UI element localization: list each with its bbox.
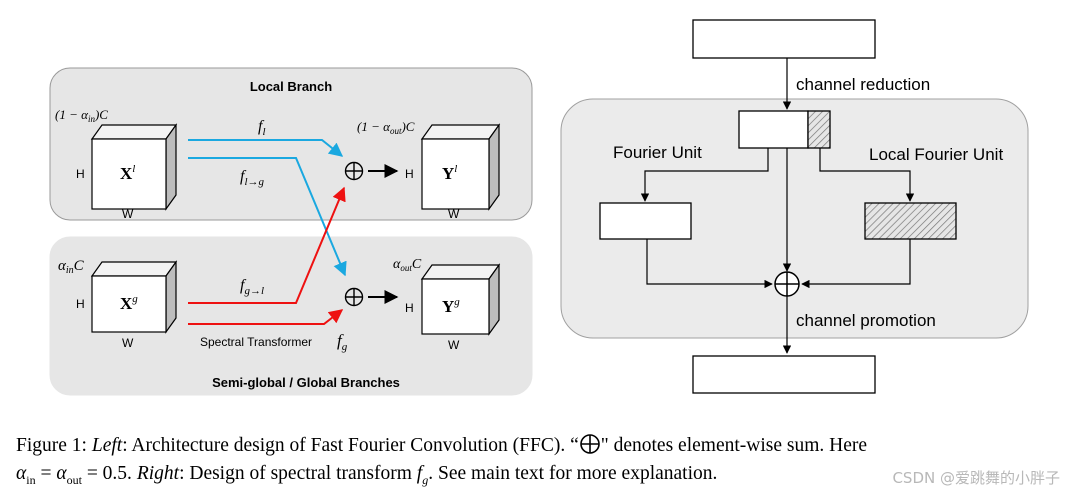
caption-right: Right: [136, 463, 180, 484]
local-fourier-unit-box: [864, 202, 957, 240]
caption-part4: . See main text for more explanation.: [428, 463, 718, 484]
channel-reduction-label: channel reduction: [796, 75, 930, 94]
cube-x-global-h: H: [76, 297, 85, 311]
reduced-box-hatched: [807, 110, 831, 149]
arrow-fourier-to-sum: [646, 239, 773, 289]
out-local-channels-label: (1 − αout)C: [357, 119, 415, 136]
cube-x-local-h: H: [76, 167, 85, 181]
label-f-g-to-l: fg→l: [240, 277, 264, 297]
local-fourier-unit-label: Local Fourier Unit: [869, 145, 1003, 164]
fourier-unit-box: [599, 202, 692, 240]
cube-x-local-w: W: [122, 207, 134, 221]
arrow-f-g: [188, 309, 344, 325]
caption-alpha-out: α: [56, 463, 67, 484]
label-f-g: fg: [337, 331, 348, 353]
caption-eq1: =: [35, 463, 57, 484]
svg-text:Yg: Yg: [442, 296, 460, 316]
global-branch-title: Semi-global / Global Branches: [212, 375, 400, 390]
figure-diagrams: Local Branch Semi-global / Global Branch…: [49, 19, 1029, 396]
caption-alpha-in-sub: in: [26, 472, 36, 487]
arrow-f-l-to-g: [188, 157, 347, 277]
svg-text:Xl: Xl: [120, 163, 135, 183]
in-local-channels-label: (1 − αin)C: [55, 107, 108, 124]
caption-fg: f: [416, 463, 423, 484]
caption-prefix: Figure 1:: [16, 435, 92, 456]
caption-eq2: = 0.5.: [81, 463, 137, 484]
cube-x-local: Xl: [90, 123, 178, 211]
spectral-transform-panel: [560, 98, 1029, 339]
reduced-box: [738, 110, 809, 149]
svg-text:Yl: Yl: [442, 163, 457, 183]
cube-y-global-w: W: [448, 338, 460, 352]
cube-x-global-w: W: [122, 336, 134, 350]
label-spectral-transformer: Spectral Transformer: [200, 335, 312, 349]
left-diagram: Local Branch Semi-global / Global Branch…: [49, 67, 533, 396]
out-global-channels-label: αoutC: [393, 257, 422, 273]
label-f-l-to-g: fl→g: [240, 168, 265, 188]
arrow-f-g-to-l: [188, 186, 346, 304]
right-diagram: channel reduction Fourier Unit Local Fou…: [560, 19, 1029, 394]
sum-icon-global: [344, 287, 364, 307]
caption-alpha-out-sub: out: [66, 472, 82, 487]
output-box: [692, 355, 876, 394]
cube-y-local-w: W: [448, 207, 460, 221]
arrow-to-fourier-unit: [640, 148, 769, 202]
caption-fg-sub: g: [422, 472, 429, 487]
caption-alpha-in: α: [16, 463, 27, 484]
label-f-l: fl: [258, 118, 266, 138]
local-branch-title: Local Branch: [250, 79, 332, 94]
watermark: CSDN @爱跳舞的小胖子: [892, 469, 1060, 487]
arrow-f-l: [188, 139, 344, 157]
cube-y-global: Yg: [420, 263, 501, 336]
sum-icon-local: [344, 161, 364, 181]
cube-y-local-h: H: [405, 167, 414, 181]
caption-part1: : Architecture design of Fast Fourier Co…: [122, 435, 579, 456]
channel-promotion-label: channel promotion: [796, 311, 936, 330]
caption-left: Left: [91, 435, 123, 456]
sum-icon-caption: [579, 434, 600, 454]
figure-caption: Figure 1: Left: Architecture design of F…: [16, 432, 1066, 494]
cube-x-global: Xg: [90, 260, 178, 334]
caption-part2: " denotes element-wise sum. Here: [600, 435, 868, 456]
in-global-channels-label: αinC: [58, 258, 85, 276]
input-box: [692, 19, 876, 59]
cube-y-local: Yl: [420, 123, 501, 211]
fourier-unit-label: Fourier Unit: [613, 143, 702, 162]
arrow-to-local-fourier-unit: [819, 148, 915, 202]
caption-part3: : Design of spectral transform: [179, 463, 417, 484]
cube-y-global-h: H: [405, 301, 414, 315]
arrow-local-fourier-to-sum: [801, 239, 911, 289]
sum-icon-right: [774, 271, 800, 297]
svg-text:Xg: Xg: [120, 293, 138, 313]
